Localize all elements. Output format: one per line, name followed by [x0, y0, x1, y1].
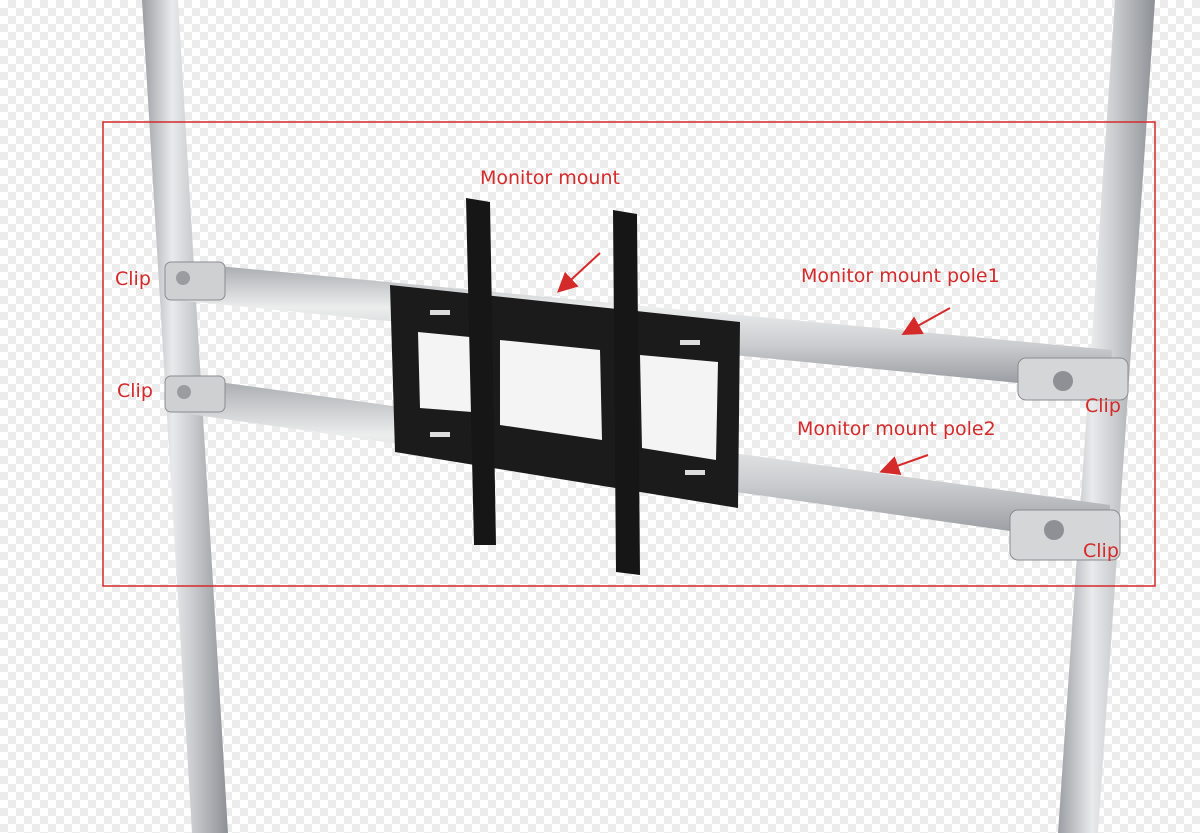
label-clip-top-left: Clip	[115, 268, 151, 290]
label-pole2: Monitor mount pole2	[797, 418, 996, 440]
clip-bottom-right	[1009, 509, 1121, 561]
arrow-monitor-mount	[557, 252, 601, 293]
label-monitor-mount: Monitor mount	[480, 167, 620, 189]
label-clip-bottom-left: Clip	[117, 380, 153, 402]
arrow-pole1	[901, 307, 951, 335]
arrow-pole2	[879, 454, 929, 476]
label-pole1: Monitor mount pole1	[801, 265, 1000, 287]
clip-bottom-left	[164, 375, 226, 413]
label-clip-bottom-right: Clip	[1083, 540, 1119, 562]
mount-bracket-right	[613, 210, 640, 575]
clip-top-right	[1017, 357, 1129, 401]
clip-top-left	[164, 261, 226, 301]
mount-bracket-left	[466, 198, 496, 545]
monitor-mount-plate	[390, 285, 740, 508]
right-vertical-pole	[1058, 0, 1155, 833]
label-clip-top-right: Clip	[1085, 395, 1121, 417]
left-vertical-pole	[142, 0, 228, 833]
annotation-frame	[102, 121, 1156, 587]
